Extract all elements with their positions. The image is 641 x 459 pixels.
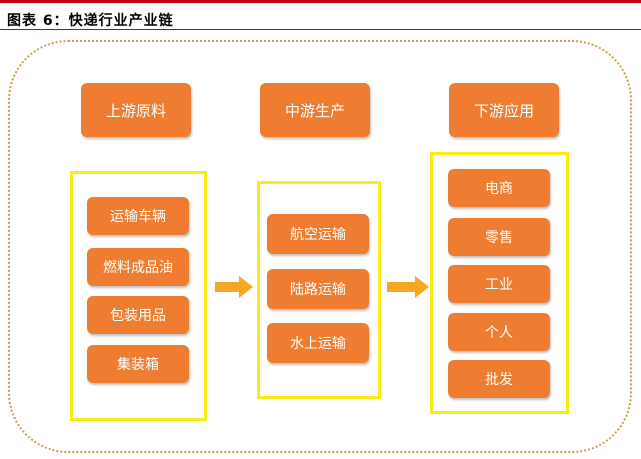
item-upstream-vehicles: 运输车辆 xyxy=(87,197,189,235)
arrow-right-icon xyxy=(215,276,253,298)
header-midstream: 中游生产 xyxy=(260,83,370,137)
figure-title: 图表 6：快递行业产业链 xyxy=(7,13,174,29)
group-midstream xyxy=(257,181,381,399)
item-downstream-industry: 工业 xyxy=(448,265,550,303)
item-downstream-retail: 零售 xyxy=(448,218,550,256)
item-downstream-individual: 个人 xyxy=(448,313,550,351)
item-midstream-air: 航空运输 xyxy=(267,214,369,254)
diagram-outline xyxy=(8,40,632,453)
arrow-right-icon xyxy=(387,276,429,298)
item-downstream-wholesale: 批发 xyxy=(448,360,550,398)
item-upstream-packaging: 包装用品 xyxy=(87,296,189,334)
header-downstream: 下游应用 xyxy=(449,83,559,137)
header-upstream: 上游原料 xyxy=(81,83,191,137)
figure-title-bar: 图表 6：快递行业产业链 xyxy=(0,0,641,30)
item-upstream-fuel: 燃料成品油 xyxy=(87,248,189,286)
group-downstream xyxy=(430,152,569,414)
item-midstream-water: 水上运输 xyxy=(267,323,369,363)
group-upstream xyxy=(70,171,207,421)
item-midstream-land: 陆路运输 xyxy=(267,269,369,309)
item-downstream-ecommerce: 电商 xyxy=(448,169,550,207)
item-upstream-container: 集装箱 xyxy=(87,345,189,383)
